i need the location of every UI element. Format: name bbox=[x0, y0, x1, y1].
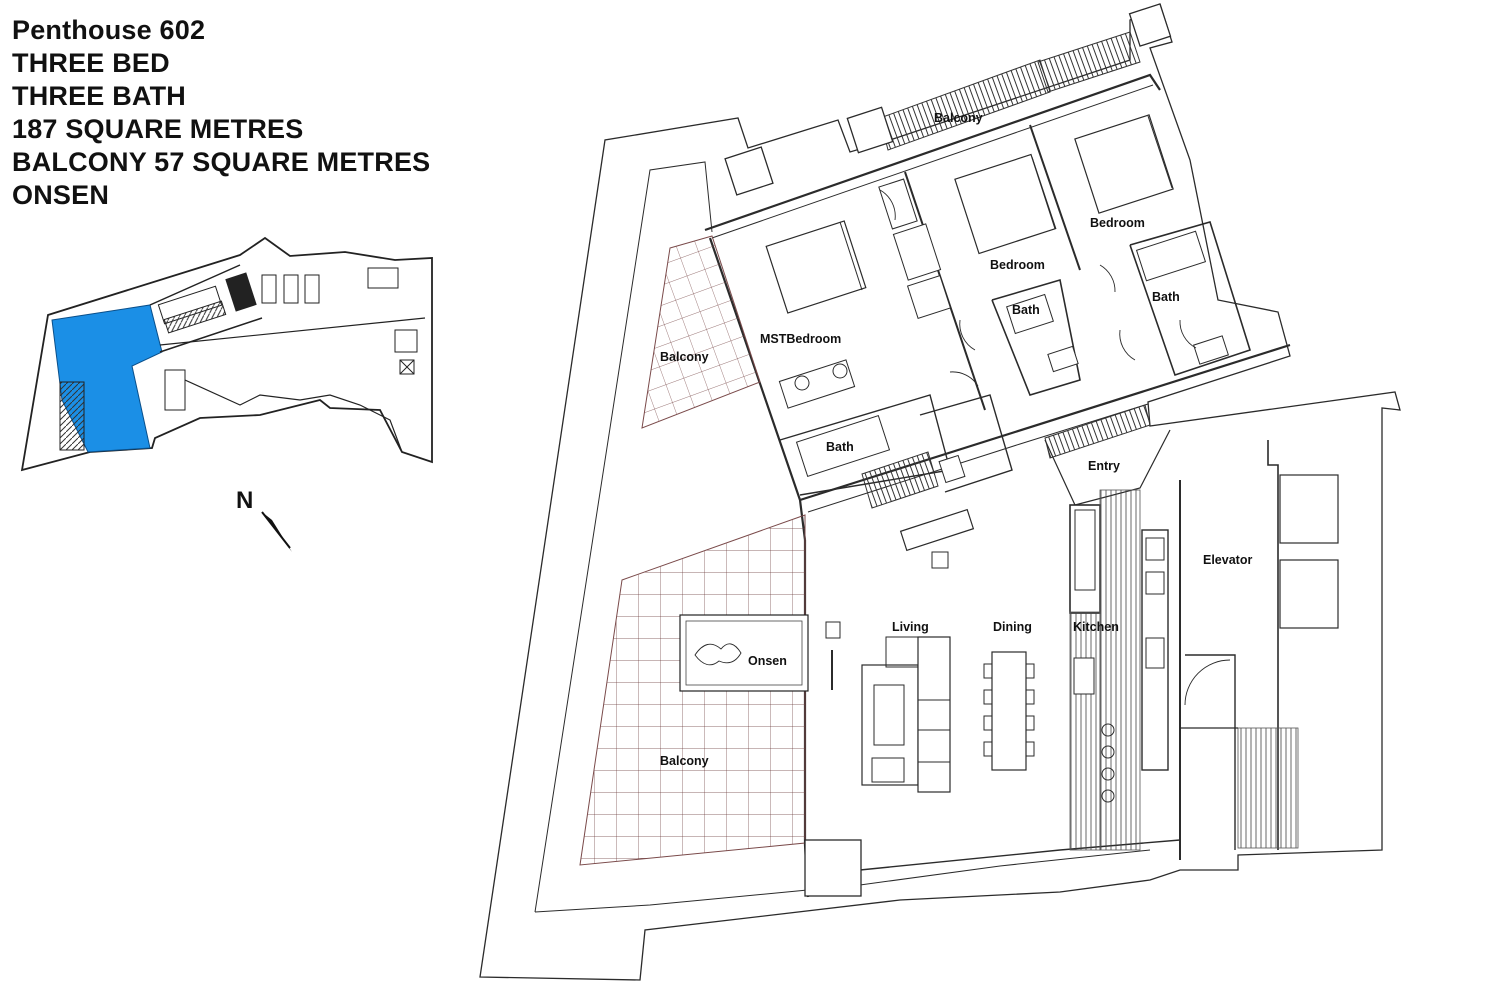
label-entry: Entry bbox=[1088, 459, 1120, 473]
bathroom-count: THREE BATH bbox=[12, 81, 186, 111]
internal-area: 187 SQUARE METRES bbox=[12, 114, 304, 144]
label-balcony-main: Balcony bbox=[660, 754, 709, 768]
label-bath-master: Bath bbox=[826, 440, 854, 454]
label-onsen: Onsen bbox=[748, 654, 787, 668]
north-arrow: N bbox=[236, 487, 292, 552]
label-dining: Dining bbox=[993, 620, 1032, 634]
label-balcony-top: Balcony bbox=[934, 111, 983, 125]
label-balcony-upper-left: Balcony bbox=[660, 350, 709, 364]
label-master-bedroom: MSTBedroom bbox=[760, 332, 841, 346]
label-bedroom-east: Bedroom bbox=[1090, 216, 1145, 230]
unit-summary: Penthouse 602 THREE BED THREE BATH 187 S… bbox=[12, 14, 430, 212]
north-label: N bbox=[236, 487, 253, 514]
label-bedroom-middle: Bedroom bbox=[990, 258, 1045, 272]
balcony-area: BALCONY 57 SQUARE METRES bbox=[12, 147, 431, 177]
main-floor-plan bbox=[479, 3, 1401, 981]
unit-title: Penthouse 602 bbox=[12, 15, 206, 45]
label-bath-middle: Bath bbox=[1012, 303, 1040, 317]
feature-onsen: ONSEN bbox=[12, 180, 110, 210]
label-elevator: Elevator bbox=[1203, 553, 1252, 567]
label-bath-east: Bath bbox=[1152, 290, 1180, 304]
bedroom-count: THREE BED bbox=[12, 48, 170, 78]
key-plan bbox=[20, 236, 433, 472]
room-labels: Balcony Bedroom Bedroom Bath Bath MSTBed… bbox=[660, 111, 1252, 768]
label-kitchen: Kitchen bbox=[1073, 620, 1119, 634]
label-living: Living bbox=[892, 620, 929, 634]
